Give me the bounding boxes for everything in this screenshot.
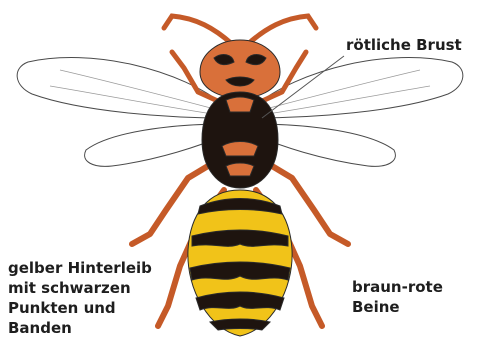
legs-label: braun-rote Beine xyxy=(352,277,443,317)
thorax-label: rötliche Brust xyxy=(346,35,462,55)
abdomen-label-line-2: mit schwarzen xyxy=(8,278,152,298)
legs-label-line-2: Beine xyxy=(352,297,443,317)
abdomen-label-line-4: Banden xyxy=(8,318,152,338)
thorax xyxy=(202,92,278,188)
abdomen-label-line-3: Punkten und xyxy=(8,298,152,318)
abdomen-label-line-1: gelber Hinterleib xyxy=(8,258,152,278)
abdomen-label: gelber Hinterleib mit schwarzen Punkten … xyxy=(8,258,152,338)
abdomen xyxy=(188,190,292,336)
legs-label-line-1: braun-rote xyxy=(352,277,443,297)
head xyxy=(200,40,280,98)
